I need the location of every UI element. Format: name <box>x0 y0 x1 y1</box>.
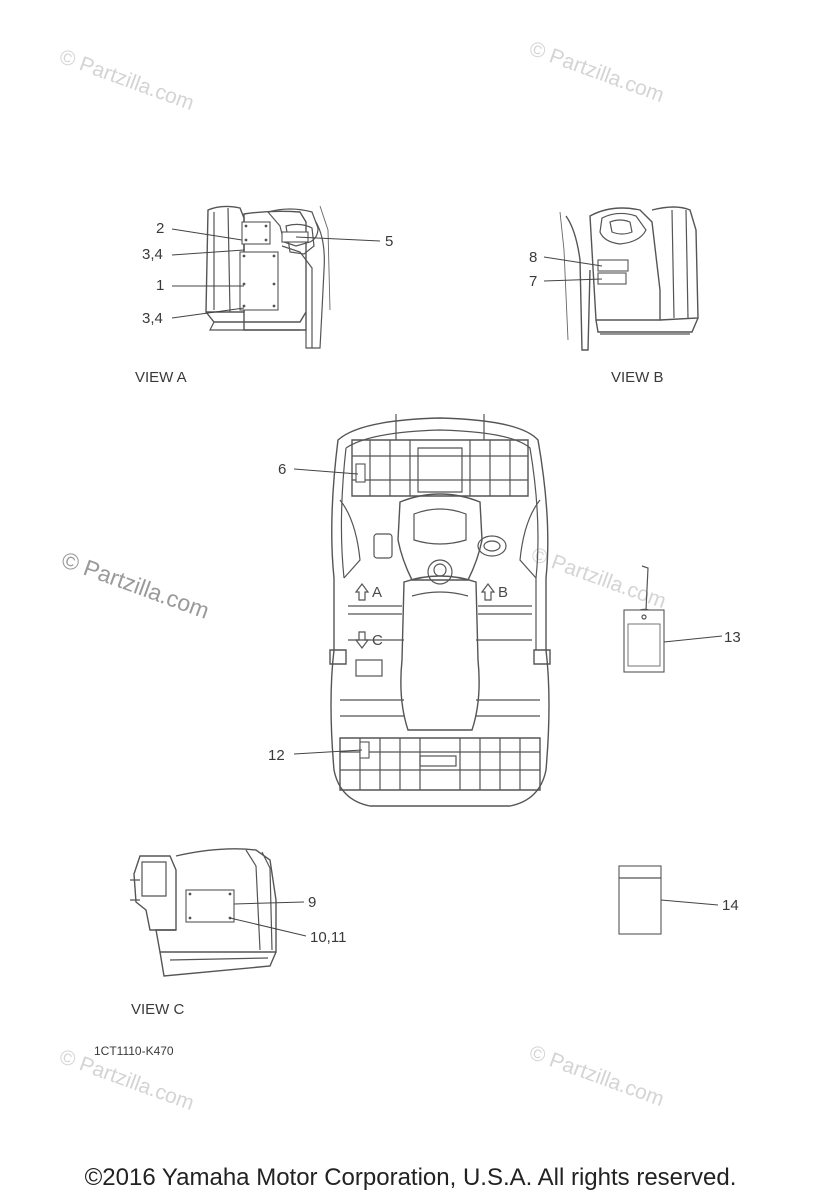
callout-6: 6 <box>278 461 286 478</box>
callout-12: 12 <box>268 747 285 764</box>
view-b-label: VIEW B <box>611 369 664 386</box>
callout-8: 8 <box>529 249 537 266</box>
callout-14: 14 <box>722 897 739 914</box>
manual-14: 14 <box>618 865 739 935</box>
callout-13: 13 <box>724 629 741 646</box>
diagram-part-code: 1CT1110-K470 <box>94 1044 174 1058</box>
callout-2: 2 <box>156 220 164 237</box>
view-arrow-b: B <box>498 584 508 601</box>
watermark-bottom-right: © Partzilla.com <box>526 1041 667 1111</box>
view-arrow-c: C <box>372 632 383 649</box>
callout-3-4-upper: 3,4 <box>142 246 163 263</box>
callout-10-11: 10,11 <box>310 929 346 946</box>
view-b-drawing: 8 7 VIEW B <box>529 206 699 386</box>
view-c-label: VIEW C <box>131 1001 185 1018</box>
hang-tag-13: 13 <box>623 565 741 673</box>
view-a-label: VIEW A <box>135 369 187 386</box>
view-a-drawing: 2 3,4 1 3,4 5 VIEW A <box>135 205 393 386</box>
atv-top-view: A B C 6 12 <box>268 414 551 807</box>
callout-5: 5 <box>385 233 393 250</box>
copyright-notice: ©2016 Yamaha Motor Corporation, U.S.A. A… <box>84 1164 737 1191</box>
callout-1: 1 <box>156 277 164 294</box>
view-c-drawing: 9 10,11 VIEW C <box>130 848 346 1018</box>
view-arrow-a: A <box>372 584 382 601</box>
callout-9: 9 <box>308 894 316 911</box>
callout-7: 7 <box>529 273 537 290</box>
watermarks: © Partzilla.com © Partzilla.com © Partzi… <box>56 37 669 1115</box>
watermark-middle-left: © Partzilla.com <box>58 546 213 623</box>
callout-3-4-lower: 3,4 <box>142 310 163 327</box>
watermark-top-right: © Partzilla.com <box>526 37 667 107</box>
watermark-top-left: © Partzilla.com <box>56 45 197 115</box>
